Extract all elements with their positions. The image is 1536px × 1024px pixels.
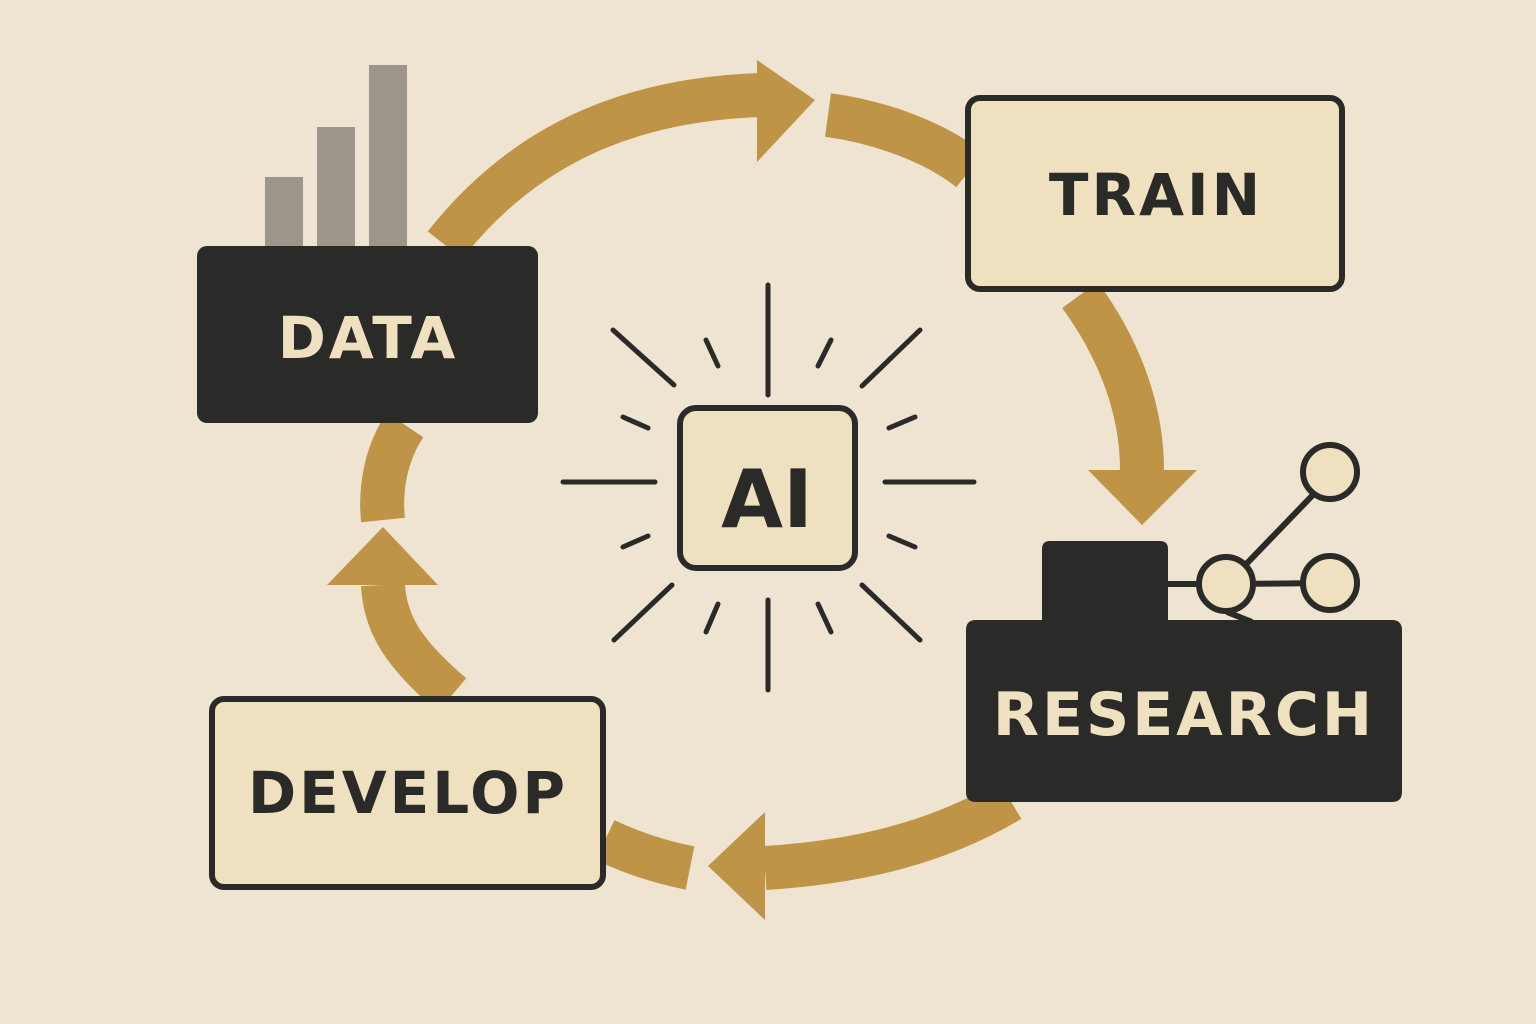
arrow-data-to-train bbox=[427, 73, 761, 259]
arrow-into-develop bbox=[595, 820, 695, 890]
chart-bar bbox=[369, 65, 407, 247]
stage-research: RESEARCH bbox=[966, 442, 1402, 802]
ray bbox=[703, 337, 721, 369]
arrow-into-train bbox=[824, 93, 984, 188]
arrow-head-data-to-train bbox=[757, 60, 815, 162]
ray bbox=[859, 582, 923, 643]
ai-chip-box bbox=[677, 405, 858, 571]
ray bbox=[815, 337, 834, 369]
develop-label: DEVELOP bbox=[248, 759, 568, 827]
arrow-head-train-to-research bbox=[1088, 470, 1197, 525]
data-box bbox=[197, 246, 538, 423]
ray bbox=[620, 414, 651, 431]
ray bbox=[611, 582, 675, 643]
center-ai: AI bbox=[560, 282, 977, 693]
arrow-head-develop-to-data bbox=[327, 527, 438, 585]
chart-bar bbox=[317, 127, 355, 247]
ray bbox=[815, 601, 834, 635]
arrow-research-to-develop bbox=[763, 781, 1022, 890]
ray bbox=[859, 327, 923, 389]
data-label: DATA bbox=[278, 304, 458, 372]
sparkle-burst-icon bbox=[560, 282, 977, 693]
stage-develop: DEVELOP bbox=[209, 696, 606, 890]
cycle-arrows bbox=[327, 60, 1197, 920]
node-circle bbox=[1196, 554, 1256, 614]
arrow-develop-to-data bbox=[361, 583, 467, 712]
arrow-head-research-to-develop bbox=[708, 812, 765, 920]
ai-label: AI bbox=[721, 453, 813, 546]
ray bbox=[886, 533, 918, 550]
ray bbox=[620, 533, 651, 550]
ray bbox=[703, 601, 721, 635]
node-circle bbox=[1300, 442, 1360, 502]
bar-chart-icon bbox=[265, 65, 407, 247]
stage-train: TRAIN bbox=[965, 95, 1345, 292]
chart-bar bbox=[265, 177, 303, 247]
ray bbox=[886, 414, 918, 431]
research-label: RESEARCH bbox=[993, 680, 1375, 750]
train-label: TRAIN bbox=[1049, 161, 1263, 229]
ray bbox=[610, 327, 677, 388]
research-box bbox=[966, 541, 1402, 802]
arrow-into-data bbox=[360, 412, 424, 523]
node-circle bbox=[1300, 553, 1360, 613]
train-box bbox=[965, 95, 1345, 292]
network-nodes-icon bbox=[1167, 442, 1360, 625]
arrow-train-to-research bbox=[1062, 282, 1164, 471]
develop-box bbox=[209, 696, 606, 890]
stage-data: DATA bbox=[197, 65, 538, 423]
